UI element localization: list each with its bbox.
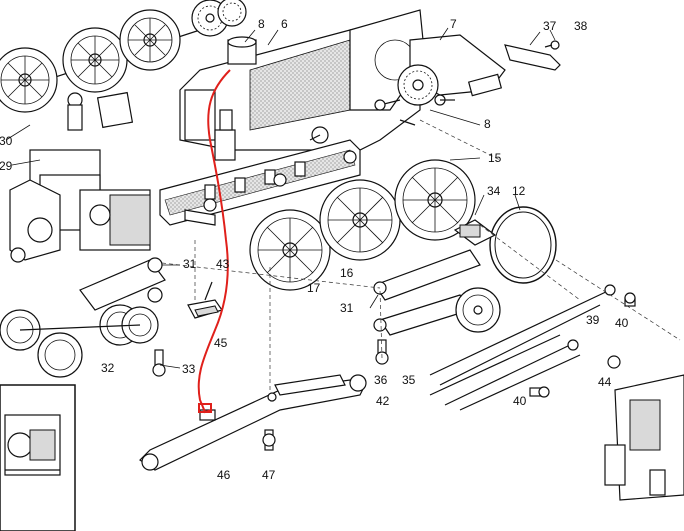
label-42: 42 (376, 394, 390, 408)
label-34: 34 (487, 184, 501, 198)
front-cylinder-assembly (9, 91, 151, 263)
label-17: 17 (307, 281, 321, 295)
label-43: 43 (216, 257, 230, 271)
label-7: 7 (450, 17, 457, 31)
loco-body (179, 9, 426, 151)
valve-gear (429, 284, 636, 411)
base-plate (139, 374, 367, 471)
label-35: 35 (402, 373, 416, 387)
part-43 (184, 209, 216, 226)
chassis-frame (159, 109, 361, 226)
part-labels: 8 6 7 37 38 30 29 8 15 34 12 43 31 16 17… (0, 17, 629, 482)
trailing-truck (373, 249, 501, 365)
part-37-bracket (504, 40, 561, 71)
label-12: 12 (512, 184, 526, 198)
label-36: 36 (374, 373, 388, 387)
red-wire (197, 69, 231, 414)
motor-bracket (374, 34, 506, 126)
part-34-bracket (453, 219, 497, 246)
inset-detail (0, 384, 76, 531)
cab-detail (604, 374, 684, 501)
label-33: 33 (182, 362, 196, 376)
label-31-left: 31 (183, 257, 197, 271)
label-8-top: 8 (258, 17, 265, 31)
label-15: 15 (488, 151, 502, 165)
red-wire-terminal (198, 403, 212, 413)
label-31-right: 31 (340, 301, 354, 315)
label-46: 46 (217, 468, 231, 482)
label-29: 29 (0, 159, 13, 173)
label-6: 6 (281, 17, 288, 31)
label-37: 37 (543, 19, 557, 33)
traction-tyre (489, 206, 557, 284)
label-32: 32 (101, 361, 115, 375)
label-40-bottom: 40 (513, 394, 527, 408)
label-47: 47 (262, 468, 276, 482)
wire-clip (187, 281, 223, 319)
label-40-right: 40 (615, 316, 629, 330)
rear-wheelset-left (0, 0, 247, 113)
leader-lines (5, 27, 556, 369)
label-8-right: 8 (484, 117, 491, 131)
pony-truck (0, 257, 166, 378)
label-30: 30 (0, 134, 13, 148)
label-16: 16 (340, 266, 354, 280)
label-45: 45 (214, 336, 228, 350)
label-39: 39 (586, 313, 600, 327)
label-44: 44 (598, 375, 612, 389)
label-38: 38 (574, 19, 588, 33)
guide-lines (161, 119, 681, 390)
